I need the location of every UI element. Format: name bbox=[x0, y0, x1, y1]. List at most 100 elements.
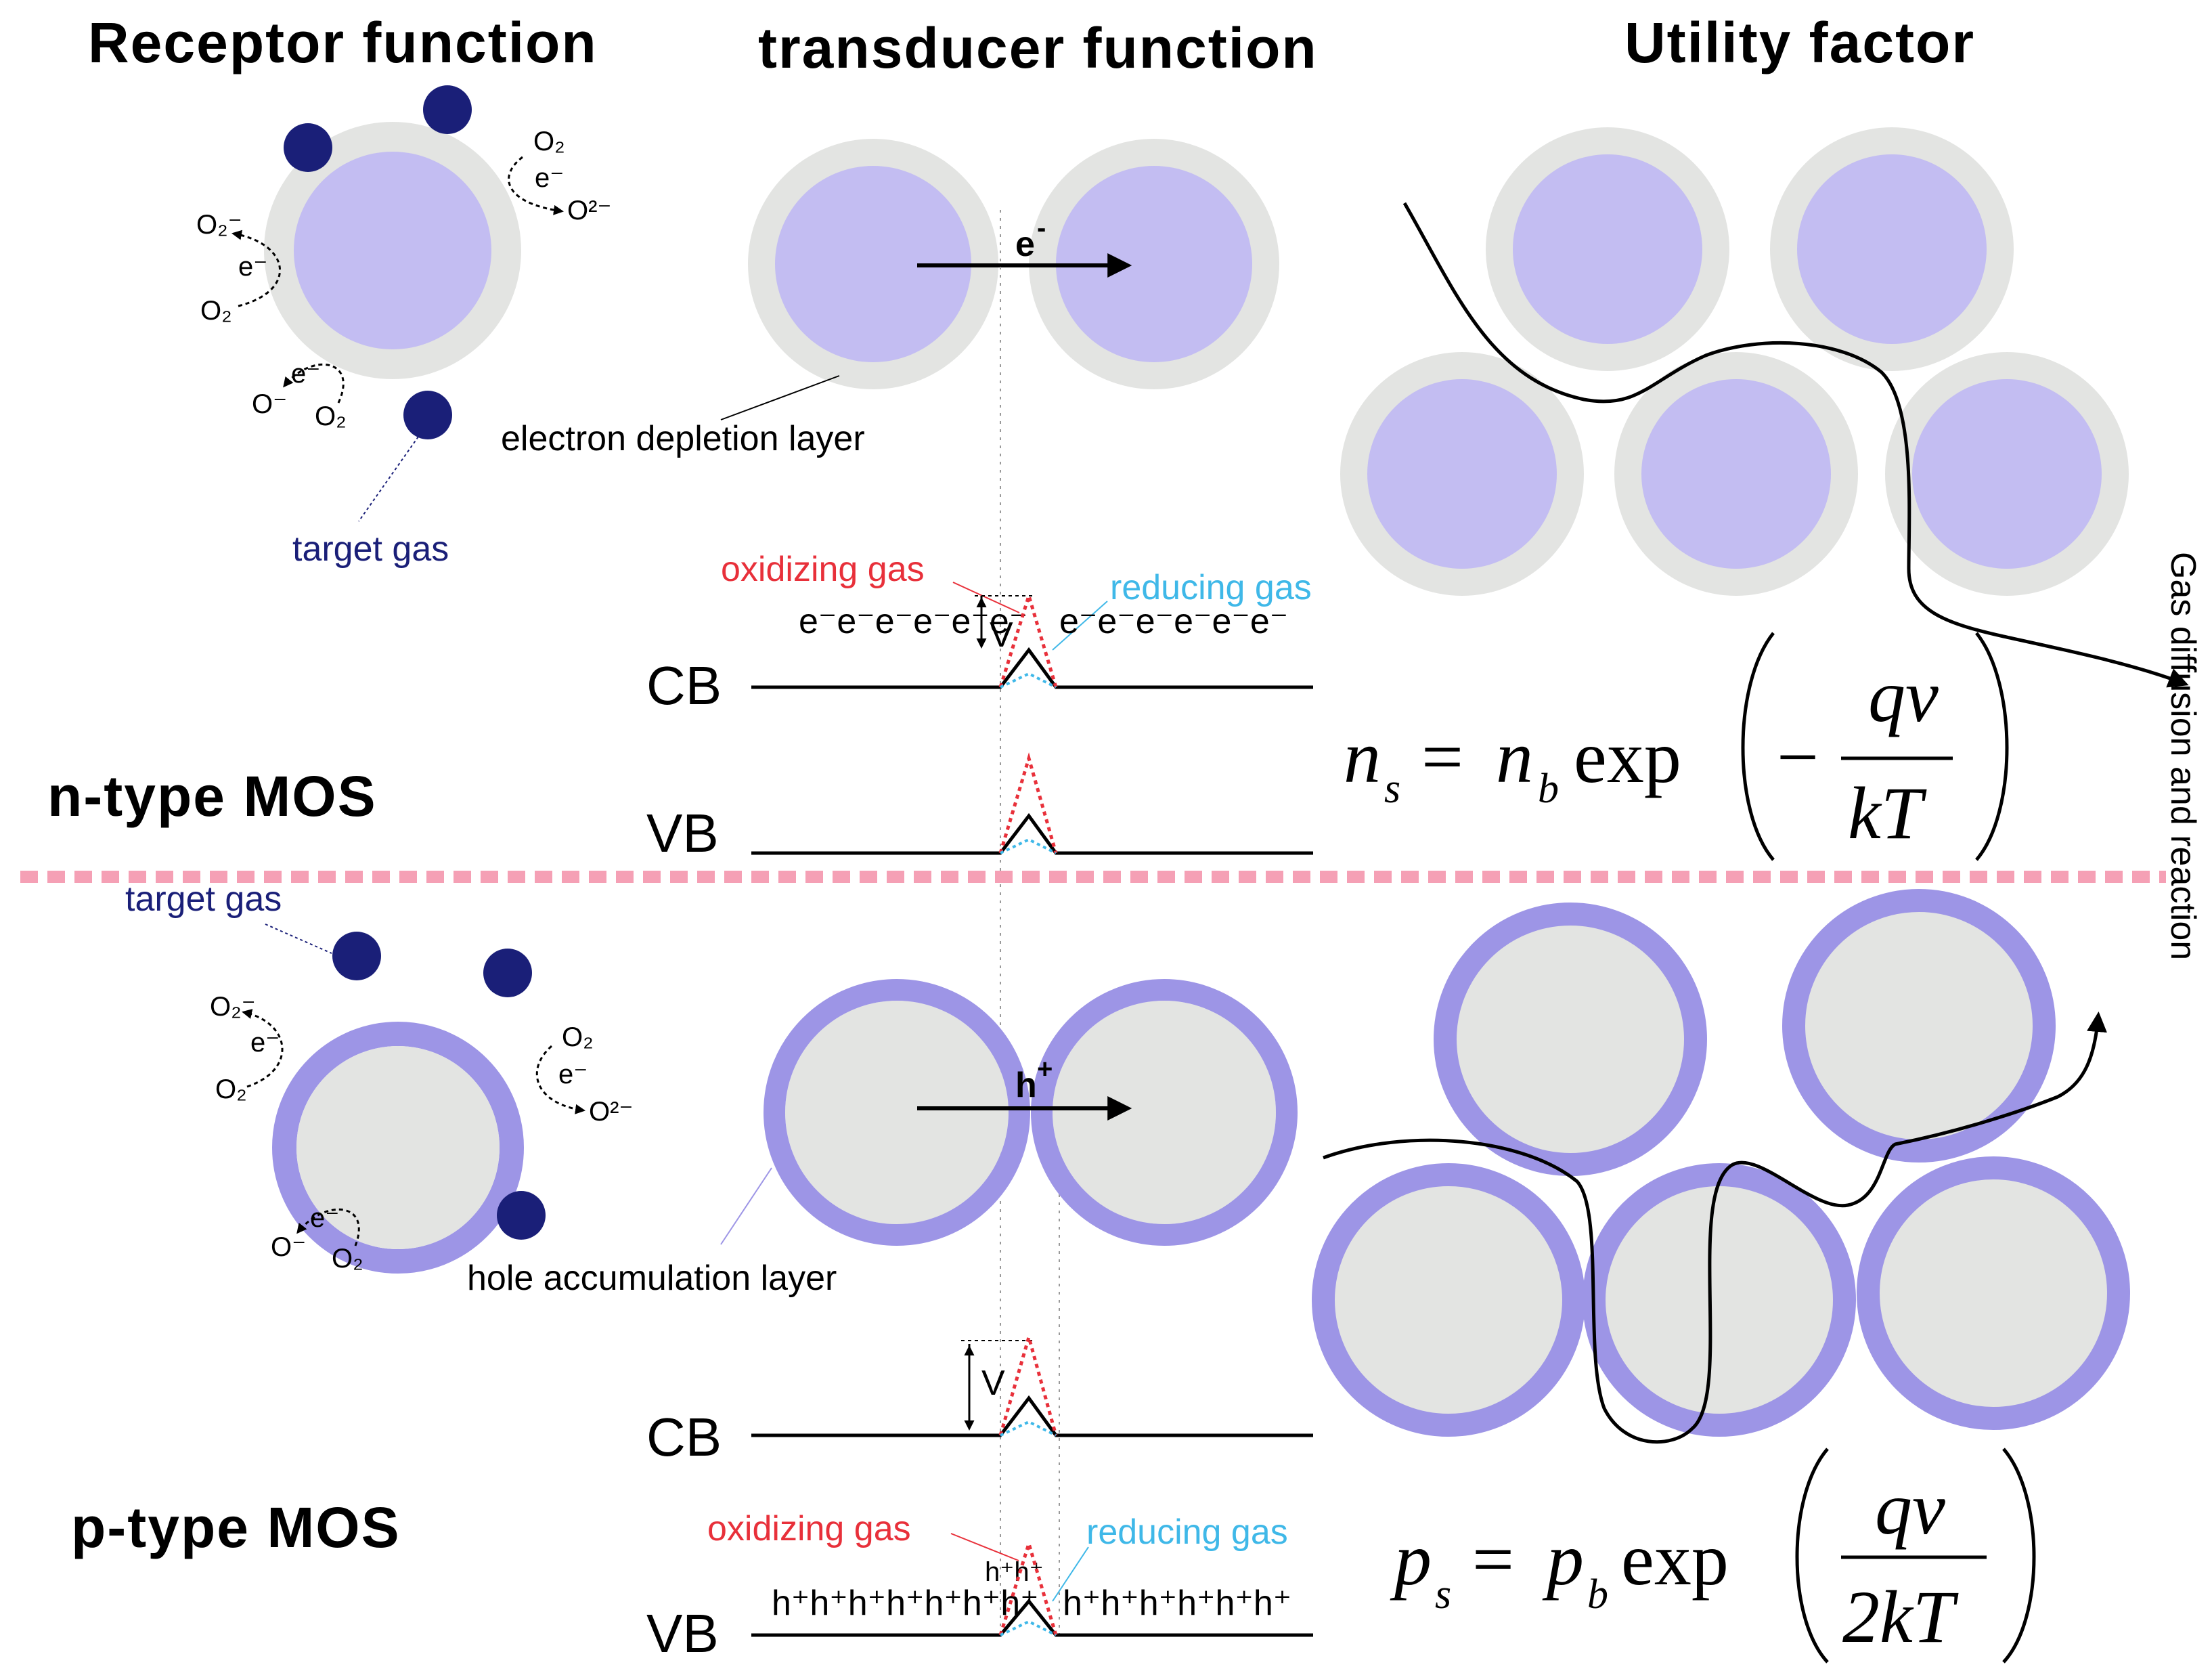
p-type-equation: p s = p b exp qv 2kT bbox=[1390, 1448, 2036, 1664]
species-o2: O₂ bbox=[200, 296, 232, 326]
species-o2minus-2: O²⁻ bbox=[567, 196, 612, 225]
gas-molecule bbox=[403, 391, 452, 439]
reaction-arrow bbox=[296, 1208, 360, 1246]
utility-grain-core bbox=[1604, 1185, 1834, 1415]
n-depletion-leader bbox=[720, 375, 840, 420]
utility-grain-core bbox=[1797, 154, 1987, 344]
reducing-gas-label: reducing gas bbox=[1086, 1513, 1288, 1552]
n-type-utility-grains bbox=[1340, 127, 2189, 688]
utility-grain-core bbox=[1367, 379, 1557, 569]
equation-numerator: qv bbox=[1875, 1467, 1945, 1550]
equation-paren-right bbox=[1975, 632, 2009, 861]
equation-numerator: qv bbox=[1868, 655, 1939, 737]
equation-lhs-sub: s bbox=[1435, 1571, 1451, 1617]
carriers-right: e⁻e⁻e⁻e⁻e⁻e⁻ bbox=[1059, 602, 1288, 641]
utility-grain-core bbox=[1455, 924, 1685, 1154]
species-o-minus: O⁻ bbox=[271, 1232, 306, 1262]
species-o2: O₂ bbox=[215, 1074, 247, 1104]
p-transducer-shell-right bbox=[1031, 979, 1298, 1246]
n-type-receptor-grain bbox=[264, 85, 521, 439]
vb-label: VB bbox=[646, 803, 719, 863]
utility-grain-shell bbox=[1434, 903, 1707, 1176]
utility-grain-core bbox=[1641, 379, 1831, 569]
hole-accumulation-label: hole accumulation layer bbox=[467, 1259, 837, 1298]
target-gas-leader bbox=[265, 924, 332, 954]
equation-lhs-sub: s bbox=[1384, 766, 1400, 812]
n-type-label: n-type MOS bbox=[47, 764, 377, 828]
barrier-height-label: V bbox=[990, 615, 1013, 655]
p-type-band-diagram: V CB oxidizing gas reducing gas h⁺h⁺ h⁺h… bbox=[646, 1330, 1313, 1664]
gas-molecule bbox=[497, 1191, 546, 1240]
equation-lhs: n bbox=[1344, 716, 1381, 798]
equation-rhs-sub: b bbox=[1587, 1571, 1608, 1617]
gas-molecule bbox=[423, 85, 472, 134]
utility-grain-core bbox=[1878, 1178, 2108, 1408]
reaction-arrow bbox=[231, 230, 281, 307]
reaction-arrow bbox=[508, 156, 564, 215]
equation-sign: − bbox=[1777, 716, 1819, 798]
n-type-equation: n s = n b exp − qv kT bbox=[1344, 632, 2009, 861]
utility-grain-core bbox=[1804, 911, 2034, 1141]
reducing-gas-leader bbox=[1052, 601, 1108, 651]
carriers-left: h⁺h⁺h⁺h⁺h⁺h⁺h⁺ bbox=[772, 1584, 1039, 1623]
vb-line bbox=[751, 1599, 1313, 1637]
p-type-utility-grains bbox=[1312, 889, 2130, 1444]
n-transducer-core-left bbox=[775, 166, 971, 362]
target-gas-label: target gas bbox=[125, 879, 282, 919]
heading-transducer-function: transducer function bbox=[758, 16, 1318, 80]
target-gas-leader bbox=[358, 436, 419, 522]
gas-molecule bbox=[332, 932, 381, 980]
species-o2-minus: O₂⁻ bbox=[210, 992, 256, 1022]
n-receptor-reactions: O₂ e⁻ O²⁻ O₂⁻ e⁻ O₂ O⁻ e⁻ O₂ bbox=[196, 127, 612, 431]
cb-label: CB bbox=[646, 655, 722, 716]
p-transducer-shell-left bbox=[764, 979, 1030, 1246]
equation-paren-left bbox=[1741, 632, 1775, 861]
reaction-arrow bbox=[242, 1009, 284, 1088]
p-receptor-reactions: O₂⁻ e⁻ O₂ O₂ e⁻ O²⁻ O⁻ e⁻ O₂ bbox=[210, 992, 634, 1274]
electron-depletion-label: electron depletion layer bbox=[501, 419, 865, 458]
electron-carrier-label: e bbox=[1015, 225, 1035, 264]
n-type-band-diagram: oxidizing gas reducing gas V e⁻e⁻e⁻e⁻e⁻e… bbox=[646, 550, 1313, 863]
p-transducer-core-left bbox=[785, 1001, 1009, 1224]
cb-line bbox=[751, 647, 1313, 689]
reaction-arrow bbox=[283, 363, 345, 404]
species-o2minus-2: O²⁻ bbox=[589, 1097, 634, 1127]
vb-oxidizing-barrier bbox=[998, 752, 1058, 854]
p-type-receptor-grain bbox=[272, 932, 546, 1274]
target-gas-label: target gas bbox=[292, 529, 449, 569]
hole-carrier-sign: + bbox=[1037, 1054, 1053, 1084]
n-transducer-core-right bbox=[1056, 166, 1252, 362]
cb-oxidizing-barrier bbox=[998, 1330, 1058, 1436]
equation-denominator: kT bbox=[1848, 772, 1927, 854]
species-o-minus: O⁻ bbox=[252, 389, 287, 419]
species-o2: O₂ bbox=[332, 1244, 363, 1274]
equation-equals: = bbox=[1421, 716, 1463, 798]
equation-rhs: p bbox=[1542, 1518, 1584, 1601]
species-e: e⁻ bbox=[291, 359, 320, 389]
n-type-transducer-grains: e - bbox=[748, 139, 1279, 389]
n-receptor-core bbox=[294, 152, 491, 349]
species-e: e⁻ bbox=[535, 163, 564, 193]
heading-utility-factor: Utility factor bbox=[1624, 11, 1975, 74]
p-gas-diffusion-path bbox=[1323, 1012, 2107, 1444]
n-gas-diffusion-path bbox=[1402, 202, 2189, 688]
reducing-gas-label: reducing gas bbox=[1110, 568, 1312, 607]
vb-line bbox=[751, 812, 1313, 855]
equation-exp: exp bbox=[1621, 1518, 1729, 1601]
species-o2: O₂ bbox=[533, 127, 565, 156]
gas-diffusion-label: Gas diffusion and reaction bbox=[2163, 552, 2203, 960]
utility-grain-shell bbox=[1857, 1156, 2130, 1430]
species-o2: O₂ bbox=[315, 401, 347, 431]
utility-grain-shell bbox=[1312, 1163, 1585, 1437]
p-receptor-shell bbox=[272, 1022, 524, 1274]
carriers-left: e⁻e⁻e⁻e⁻e⁻e⁻ bbox=[799, 602, 1027, 641]
heading-receptor-function: Receptor function bbox=[88, 11, 598, 74]
equation-equals: = bbox=[1472, 1518, 1514, 1601]
equation-denominator: 2kT bbox=[1842, 1576, 1959, 1658]
reducing-gas-leader bbox=[1052, 1546, 1089, 1602]
equation-rhs: n bbox=[1496, 716, 1533, 798]
utility-grain-core bbox=[1912, 379, 2102, 569]
oxidizing-gas-label: oxidizing gas bbox=[707, 1509, 911, 1548]
electron-carrier-sign: - bbox=[1037, 213, 1046, 243]
